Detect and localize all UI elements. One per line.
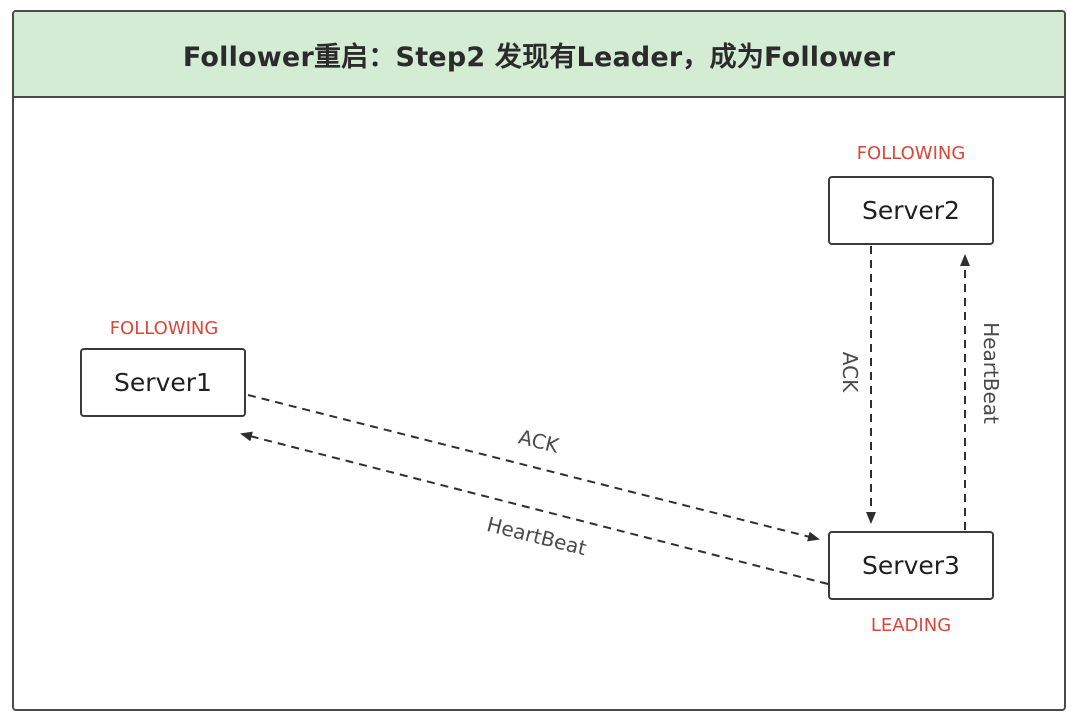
edge-label-s2-to-s3: ACK	[838, 352, 862, 393]
title-bar: Follower重启：Step2 发现有Leader，成为Follower	[14, 12, 1064, 98]
server2-node: Server2	[828, 176, 994, 245]
server1-node: Server1	[80, 348, 246, 417]
edge-label-s3-to-s2: HeartBeat	[979, 322, 1003, 424]
server1-state-label: FOLLOWING	[109, 318, 219, 339]
diagram-title: Follower重启：Step2 发现有Leader，成为Follower	[182, 41, 896, 73]
server3-name: Server3	[862, 551, 960, 580]
edge-label-s3-to-s1: HeartBeat	[484, 512, 589, 560]
server3-node: Server3	[828, 531, 994, 600]
edge-s3-to-s1	[240, 431, 829, 585]
server3-state-label: LEADING	[870, 615, 952, 636]
server1-name: Server1	[114, 368, 212, 397]
edge-s1-to-s3	[247, 394, 820, 542]
edge-label-s1-to-s3: ACK	[516, 425, 562, 458]
server2-name: Server2	[862, 196, 960, 225]
server2-state-label: FOLLOWING	[856, 143, 966, 164]
